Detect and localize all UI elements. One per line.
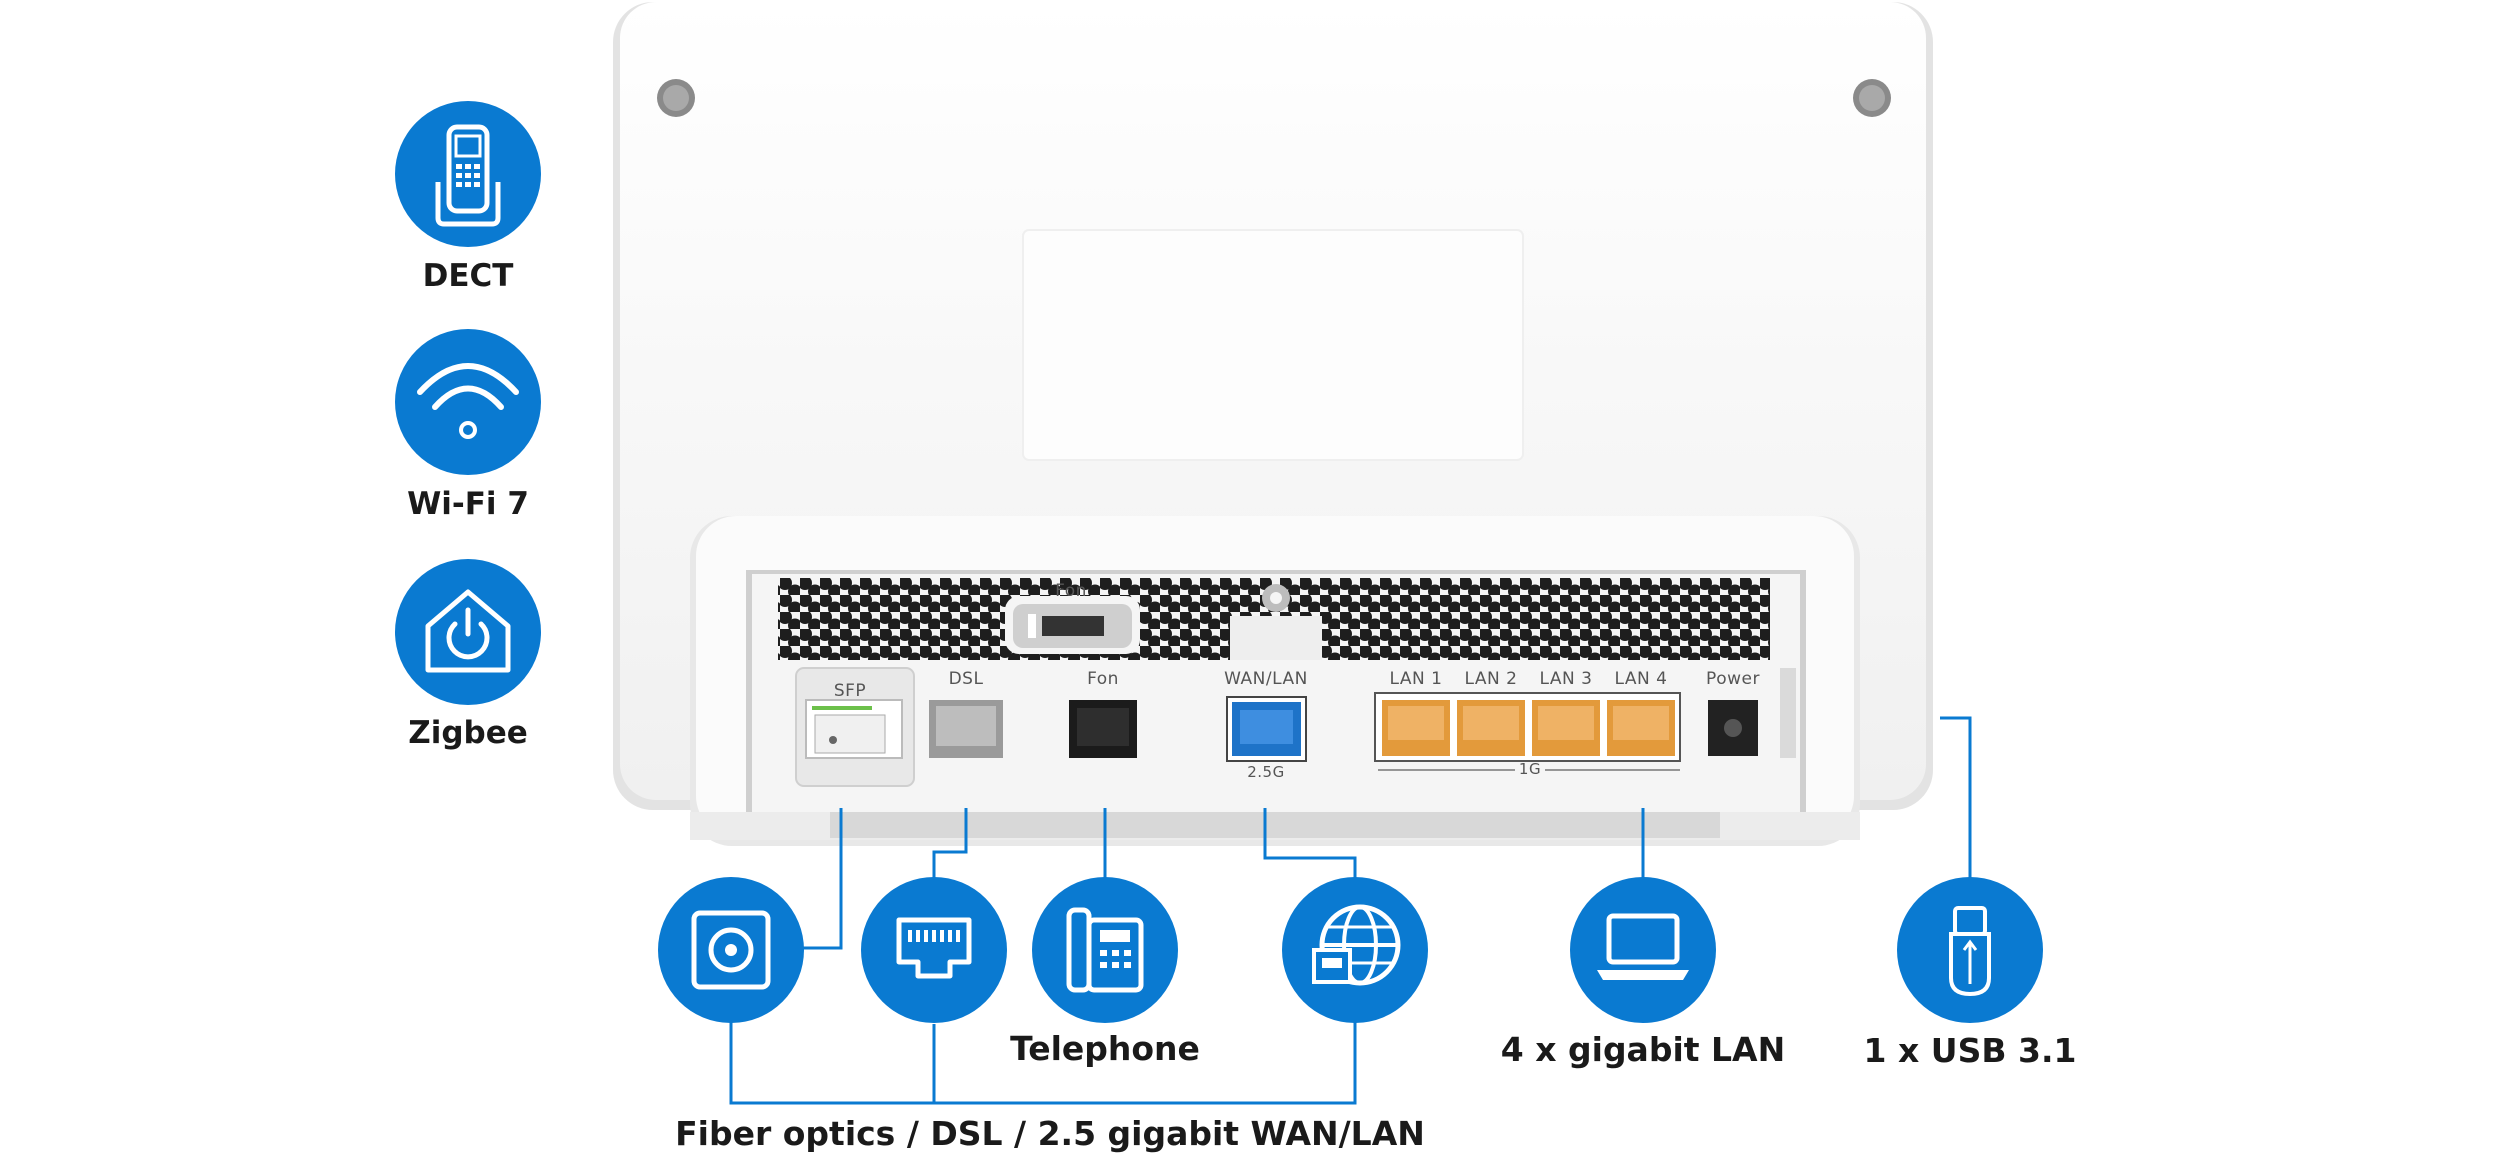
fon-top-label: Fon [1055,581,1087,601]
lan-speed-label: 1G [1518,760,1542,778]
lan1-label: LAN 1 [1389,669,1443,689]
smart-home-icon [395,559,541,705]
lan4-label: LAN 4 [1614,669,1668,689]
wan-label: WAN/LAN [1224,669,1308,689]
dect-phone-icon [395,101,541,247]
fiber-socket-icon [658,877,804,1023]
fon-label: Fon [1087,669,1119,689]
sfp-port [795,667,915,787]
usb-stick-icon [1897,877,2043,1023]
feature-label-dect: DECT [422,258,514,294]
laptop-icon [1570,877,1716,1023]
usb-label: 1 x USB 3.1 [1863,1031,2077,1070]
dsl-port [929,700,1003,758]
power-port [1708,700,1758,756]
power-label: Power [1706,669,1760,689]
telephone-icon [1032,877,1178,1023]
dsl-label: DSL [948,669,984,689]
lan-ports [1374,692,1681,771]
wan-group-label: Fiber optics / DSL / 2.5 gigabit WAN/LAN [675,1114,1425,1153]
dsl-port-icon [861,877,1007,1023]
feature-label-wifi: Wi-Fi 7 [407,486,529,522]
wan-port [1226,696,1307,762]
wifi-icon [395,329,541,475]
feature-label-zigbee: Zigbee [408,715,528,751]
lan-label: 4 x gigabit LAN [1500,1030,1786,1069]
globe-network-icon [1282,877,1428,1023]
fon-port [1069,700,1137,758]
telephone-label: Telephone [1010,1029,1200,1068]
lan3-label: LAN 3 [1539,669,1593,689]
wan-speed-label: 2.5G [1247,763,1285,781]
sfp-label: SFP [833,681,867,701]
lan2-label: LAN 2 [1464,669,1518,689]
